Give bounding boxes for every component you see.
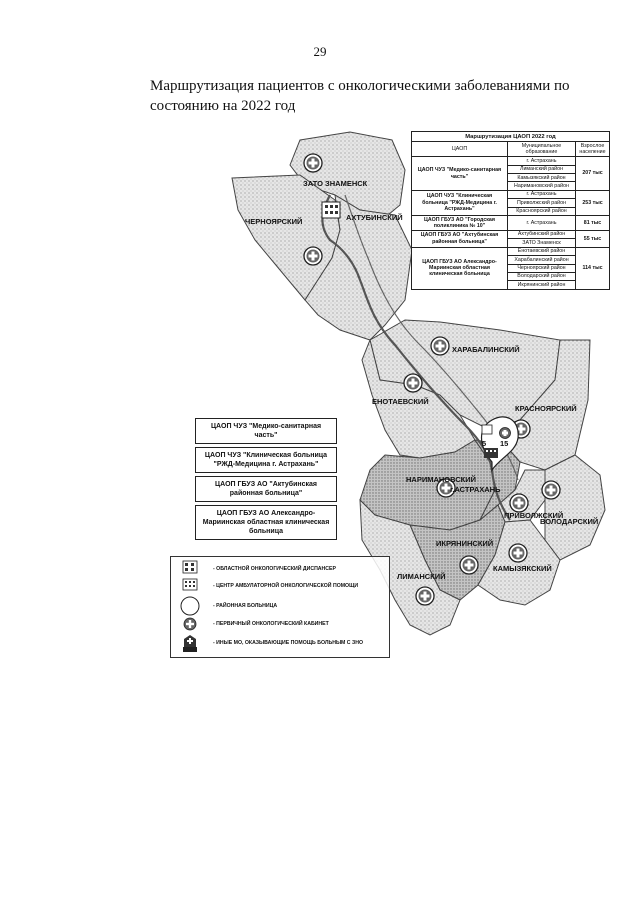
district-hospital-icon	[508, 543, 528, 563]
legend-item: ЦАОП ЧУЗ "Медико-санитарная часть"	[195, 418, 337, 444]
page-heading: Маршрутизация пациентов с онкологическим…	[150, 78, 570, 114]
table-row: ЦАОП ГБУЗ АО Александро-Мариинская облас…	[411, 246, 610, 290]
table-area-cell: Икрянинский район	[507, 280, 576, 290]
table-area-cell: Енотаевский район	[507, 246, 576, 257]
table-header: ЦАОП	[411, 141, 508, 158]
label-ikryaninsky: ИКРЯНИНСКИЙ	[436, 539, 493, 548]
table-area-cell: ЗАТО Знаменск	[507, 238, 576, 248]
table-area-cell: Приволжский район	[507, 198, 576, 208]
table-header: Взрослое население	[575, 141, 610, 158]
district-hospital-icon	[459, 555, 479, 575]
oncology-dispensary-icon	[481, 424, 493, 435]
label-krasnoyarsky: КРАСНОЯРСКИЙ	[515, 404, 577, 413]
legend-item: ЦАОП ГБУЗ АО "Актубинская районная больн…	[195, 476, 337, 502]
routing-table-body: ЦАОП ЧУЗ "Медико-санитарная часть"г. Аст…	[411, 156, 610, 290]
district-hospital-icon	[509, 493, 529, 513]
table-org-cell: ЦАОП ГБУЗ АО Александро-Мариинская облас…	[411, 246, 508, 290]
table-row: Икрянинский район	[412, 280, 610, 290]
primary-oncology-office-icon	[183, 617, 197, 631]
table-row: Красноярский район	[412, 206, 610, 217]
table-org-cell: ЦАОП ГБУЗ АО "Ахтубинская районная больн…	[411, 229, 508, 248]
label-akhtubinsky: АХТУБИНСКИЙ	[346, 213, 403, 222]
table-population-cell: 207 тыс	[575, 156, 610, 191]
table-org-cell: ЦАОП ЧУЗ "Медико-санитарная часть"	[411, 156, 508, 191]
table-area-cell: г. Астрахань	[507, 156, 576, 166]
symbol-label: - ПЕРВИЧНЫЙ ОНКОЛОГИЧЕСКИЙ КАБИНЕТ	[213, 621, 329, 627]
table-area-cell: Камызякский район	[507, 173, 576, 183]
district-hospital-icon	[403, 373, 423, 393]
table-area-cell: Наримановский район	[507, 181, 576, 191]
label-enotaevsky: ЕНОТАЕВСКИЙ	[372, 397, 429, 406]
oncology-dispensary-icon	[484, 448, 498, 458]
page-number: 29	[313, 44, 327, 59]
label-limansky: ЛИМАНСКИЙ	[397, 572, 446, 581]
table-area-cell: Лиманский район	[507, 164, 576, 175]
label-znamensk: ЗАТО ЗНАМЕНСК	[303, 179, 368, 188]
district-hospital-icon	[430, 336, 450, 356]
table-population-cell: 114 тыс	[575, 246, 610, 290]
legend-item: ЦАОП ГБУЗ АО Александро-Мариинская облас…	[195, 505, 337, 540]
symbol-label: - ИНЫЕ МО, ОКАЗЫВАЮЩИЕ ПОМОЩЬ БОЛЬНЫМ С …	[213, 640, 364, 646]
symbol-label: - РАЙОННАЯ БОЛЬНИЦА	[213, 603, 278, 609]
table-area-cell: Харабалинский район	[507, 255, 576, 265]
table-population-cell: 55 тыс	[575, 229, 610, 248]
label-astrakhan: г.АСТРАХАНЬ	[450, 485, 501, 494]
table-caption: Маршрутизация ЦАОП 2022 год	[411, 130, 610, 143]
table-area-cell: Черноярский район	[507, 263, 576, 273]
table-org-cell: ЦАОП ЧУЗ "Клиническая больница "РЖД-Меди…	[411, 189, 508, 217]
table-row: ЦАОП ЧУЗ "Медико-санитарная часть"г. Аст…	[411, 156, 610, 191]
label-narimanovsky: НАРИМАНОВСКИЙ	[406, 475, 476, 484]
label-volodarsky: ВОЛОДАРСКИЙ	[540, 517, 598, 526]
astrakhan-city-cluster	[480, 416, 519, 472]
symbol-label: - ОБЛАСТНОЙ ОНКОЛОГИЧЕСКИЙ ДИСПАНСЕР	[213, 566, 336, 572]
district-hospital-icon	[303, 246, 323, 266]
routing-table: Маршрутизация ЦАОП 2022 год ЦАОП Муницип…	[411, 130, 610, 290]
table-org-cell: ЦАОП ГБУЗ АО "Городская поликлиника № 10…	[411, 215, 508, 231]
district-hospital-icon	[541, 480, 561, 500]
district-hospital-icon	[303, 153, 323, 173]
table-header: Муниципальное образование	[507, 141, 576, 158]
district-hospital-icon	[180, 596, 200, 616]
table-area-cell: Ахтубинский район	[507, 229, 576, 240]
table-area-cell: Красноярский район	[507, 206, 576, 217]
table-population-cell: 81 тыс	[575, 215, 610, 231]
table-population-cell: 253 тыс	[575, 189, 610, 217]
legend-item: ЦАОП ЧУЗ "Клиническая больница "РЖД-Меди…	[195, 447, 337, 473]
other-medical-org-icon	[183, 635, 197, 652]
table-area-cell: г. Астрахань	[507, 215, 576, 231]
symbols-legend: - ОБЛАСТНОЙ ОНКОЛОГИЧЕСКИЙ ДИСПАНСЕР - Ц…	[170, 556, 390, 658]
table-area-cell: Володарский район	[507, 271, 576, 282]
table-row: ЦАОП ГБУЗ АО "Ахтубинская районная больн…	[411, 229, 610, 248]
outpatient-center-icon	[321, 201, 341, 219]
table-row: ЦАОП ЧУЗ "Клиническая больница "РЖД-Меди…	[411, 189, 610, 217]
label-privolzhsky: ПРИВОЛЖСКИЙ	[504, 511, 563, 520]
symbol-label: - ЦЕНТР АМБУЛАТОРНОЙ ОНКОЛОГИЧЕСКОЙ ПОМО…	[213, 583, 359, 589]
district-volodarsky-area	[544, 454, 606, 561]
district-hospital-icon	[415, 586, 435, 606]
oncology-dispensary-icon	[182, 560, 198, 574]
symbols-legend-icons	[180, 560, 200, 652]
map-legend: ЦАОП ЧУЗ "Медико-санитарная часть" ЦАОП …	[195, 418, 337, 543]
outpatient-center-icon	[182, 578, 198, 591]
city-count-b: 15	[500, 439, 508, 448]
label-chernoyarsky: ЧЕРНОЯРСКИЙ	[245, 217, 302, 226]
city-count-a: 5	[482, 439, 486, 448]
label-kamyzyaksky: КАМЫЗЯКСКИЙ	[493, 564, 552, 573]
table-area-cell: г. Астрахань	[507, 189, 576, 200]
label-kharabalinsky: ХАРАБАЛИНСКИЙ	[452, 345, 520, 354]
table-row: ЦАОП ГБУЗ АО "Городская поликлиника № 10…	[411, 215, 610, 231]
